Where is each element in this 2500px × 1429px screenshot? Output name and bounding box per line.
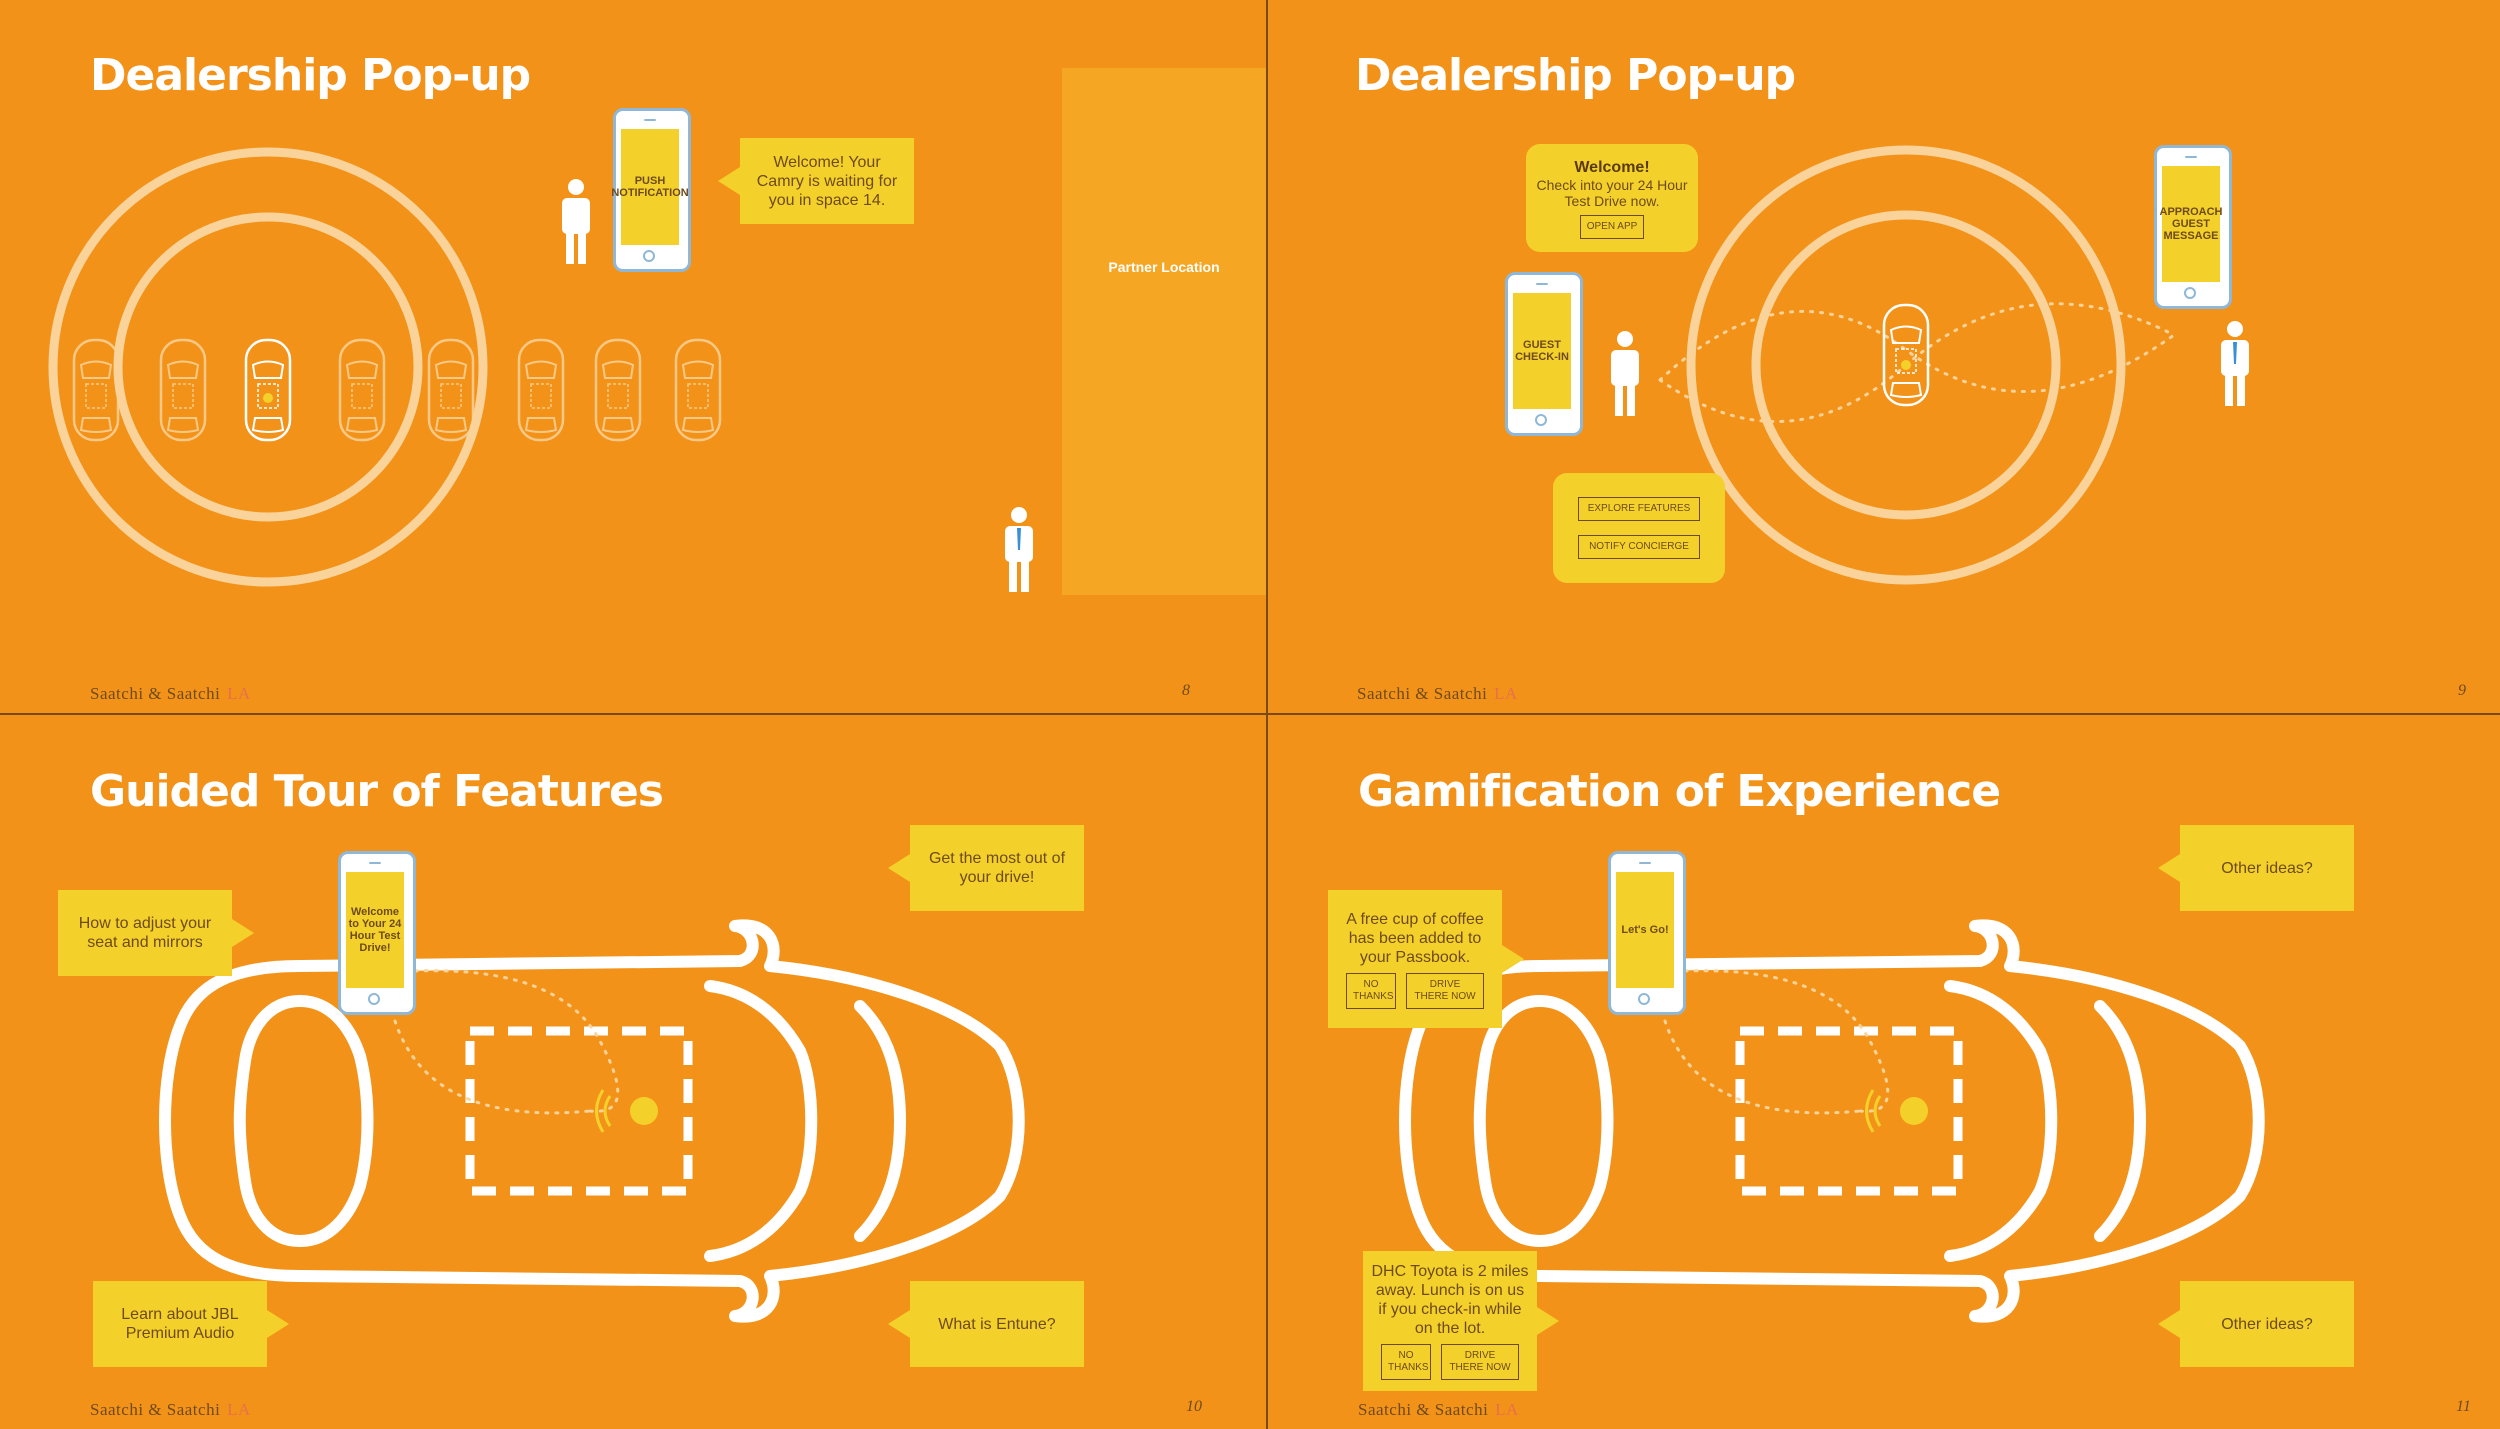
phone-push-notification: PUSH NOTIFICATION bbox=[611, 108, 691, 272]
welcome-camry-text: Welcome! Your Camry is waiting for you i… bbox=[756, 153, 898, 209]
phone-speaker bbox=[2185, 156, 2197, 158]
phone-lets-go: Let's Go! bbox=[1608, 851, 1686, 1015]
welcome-checkin-text: Check into your 24 Hour Test Drive now. bbox=[1536, 176, 1688, 209]
most-of-drive-text: Get the most out of your drive! bbox=[928, 850, 1066, 886]
phone-screen-text: APPROACH GUEST MESSAGE bbox=[2160, 166, 2222, 282]
slide-title: Guided Tour of Features bbox=[90, 766, 664, 817]
brand-footer: Saatchi & Saatchi LA bbox=[1357, 684, 1518, 704]
phone-approach-guest: APPROACH GUEST MESSAGE bbox=[2154, 145, 2232, 309]
welcome-title: Welcome! bbox=[1574, 158, 1650, 176]
page-number: 10 bbox=[1186, 1398, 1202, 1415]
brand-suffix: LA bbox=[1495, 1400, 1519, 1419]
home-button-icon bbox=[643, 250, 655, 262]
brand-suffix: LA bbox=[227, 1400, 251, 1419]
brand-suffix: LA bbox=[1494, 684, 1518, 703]
dhc-button-row: NO THANKS DRIVE THERE NOW bbox=[1381, 1338, 1519, 1380]
slide-dealership-popup-2: Dealership Pop-up Welcome! Check into yo… bbox=[1268, 0, 2500, 713]
guest-person-icon bbox=[1611, 331, 1639, 416]
home-button-icon bbox=[1638, 993, 1650, 1005]
other-ideas-text: Other ideas? bbox=[2221, 1315, 2313, 1333]
no-thanks-button[interactable]: NO THANKS bbox=[1381, 1344, 1431, 1380]
no-thanks-button[interactable]: NO THANKS bbox=[1346, 972, 1396, 1009]
entune-text: What is Entune? bbox=[938, 1315, 1056, 1333]
notify-concierge-button[interactable]: NOTIFY CONCIERGE bbox=[1578, 535, 1700, 559]
partner-location-label: Partner Location bbox=[1108, 258, 1220, 275]
explore-notify-bubble: EXPLORE FEATURES NOTIFY CONCIERGE bbox=[1553, 473, 1725, 583]
slide-title: Dealership Pop-up bbox=[1355, 50, 1796, 101]
coffee-button-row: NO THANKS DRIVE THERE NOW bbox=[1346, 967, 1484, 1009]
entune-bubble: What is Entune? bbox=[888, 1281, 1084, 1367]
explore-features-button[interactable]: EXPLORE FEATURES bbox=[1578, 497, 1700, 521]
phone-welcome-test-drive: Welcome to Your 24 Hour Test Drive! bbox=[338, 851, 416, 1015]
brand-name: Saatchi & Saatchi bbox=[1357, 684, 1488, 703]
phone-screen-text: Let's Go! bbox=[1616, 872, 1674, 988]
welcome-checkin-bubble: Welcome! Check into your 24 Hour Test Dr… bbox=[1526, 144, 1698, 252]
open-app-button[interactable]: OPEN APP bbox=[1579, 214, 1645, 239]
phone-screen-text: Welcome to Your 24 Hour Test Drive! bbox=[346, 872, 404, 988]
drive-there-now-button[interactable]: DRIVE THERE NOW bbox=[1406, 972, 1484, 1009]
seat-mirrors-text: How to adjust your seat and mirrors bbox=[78, 915, 212, 951]
slide-gamification: Gamification of Experience Let's Go! A f… bbox=[1270, 716, 2500, 1429]
brand-footer: Saatchi & Saatchi LA bbox=[90, 684, 251, 704]
seat-mirrors-bubble: How to adjust your seat and mirrors bbox=[58, 890, 254, 976]
phone-screen-text: PUSH NOTIFICATION bbox=[611, 129, 689, 245]
brand-footer: Saatchi & Saatchi LA bbox=[1358, 1400, 1519, 1420]
home-button-icon bbox=[368, 993, 380, 1005]
other-ideas-text: Other ideas? bbox=[2221, 859, 2313, 877]
most-of-drive-bubble: Get the most out of your drive! bbox=[888, 825, 1084, 911]
brand-name: Saatchi & Saatchi bbox=[1358, 1400, 1489, 1419]
car-outline-graphic bbox=[1399, 919, 2265, 1323]
phone-screen-text: GUEST CHECK-IN bbox=[1513, 293, 1571, 409]
page-number: 8 bbox=[1182, 682, 1190, 699]
brand-footer: Saatchi & Saatchi LA bbox=[90, 1400, 251, 1420]
home-button-icon bbox=[1535, 414, 1547, 426]
slide-dealership-popup-1: Dealership Pop-up bbox=[0, 0, 1266, 713]
page-number: 11 bbox=[2456, 1398, 2471, 1415]
slide-guided-tour: Guided Tour of Features Welcome to Your … bbox=[0, 716, 1266, 1429]
dhc-toyota-text: DHC Toyota is 2 miles away. Lunch is on … bbox=[1371, 1263, 1529, 1337]
car-outline-graphic bbox=[159, 919, 1025, 1323]
phone-speaker bbox=[369, 862, 381, 864]
salesperson-icon bbox=[2221, 321, 2249, 406]
phone-speaker bbox=[644, 119, 656, 121]
welcome-camry-bubble: Welcome! Your Camry is waiting for you i… bbox=[718, 138, 914, 224]
drive-there-now-button[interactable]: DRIVE THERE NOW bbox=[1441, 1344, 1519, 1380]
phone-speaker bbox=[1639, 862, 1651, 864]
phone-speaker bbox=[1536, 283, 1548, 285]
coffee-passbook-bubble: A free cup of coffee has been added to y… bbox=[1328, 890, 1524, 1028]
horizontal-divider bbox=[0, 713, 2500, 715]
salesperson-icon bbox=[1005, 507, 1033, 592]
person-icon bbox=[562, 179, 590, 264]
home-button-icon bbox=[2184, 287, 2196, 299]
coffee-passbook-text: A free cup of coffee has been added to y… bbox=[1346, 910, 1484, 966]
slide-title: Dealership Pop-up bbox=[90, 50, 531, 101]
jbl-audio-text: Learn about JBL Premium Audio bbox=[121, 1306, 239, 1342]
other-ideas-bubble-1: Other ideas? bbox=[2158, 825, 2354, 911]
other-ideas-bubble-2: Other ideas? bbox=[2158, 1281, 2354, 1367]
jbl-audio-bubble: Learn about JBL Premium Audio bbox=[93, 1281, 289, 1367]
proximity-rings-graphic bbox=[1658, 145, 2176, 585]
parked-cars-row bbox=[72, 338, 722, 442]
phone-guest-checkin: GUEST CHECK-IN bbox=[1505, 272, 1583, 436]
page-number: 9 bbox=[2458, 682, 2466, 699]
dhc-toyota-bubble: DHC Toyota is 2 miles away. Lunch is on … bbox=[1363, 1251, 1559, 1391]
brand-suffix: LA bbox=[227, 684, 251, 703]
brand-name: Saatchi & Saatchi bbox=[90, 1400, 221, 1419]
slide-title: Gamification of Experience bbox=[1358, 766, 2001, 817]
partner-location-block: Partner Location bbox=[1062, 68, 1266, 595]
brand-name: Saatchi & Saatchi bbox=[90, 684, 221, 703]
